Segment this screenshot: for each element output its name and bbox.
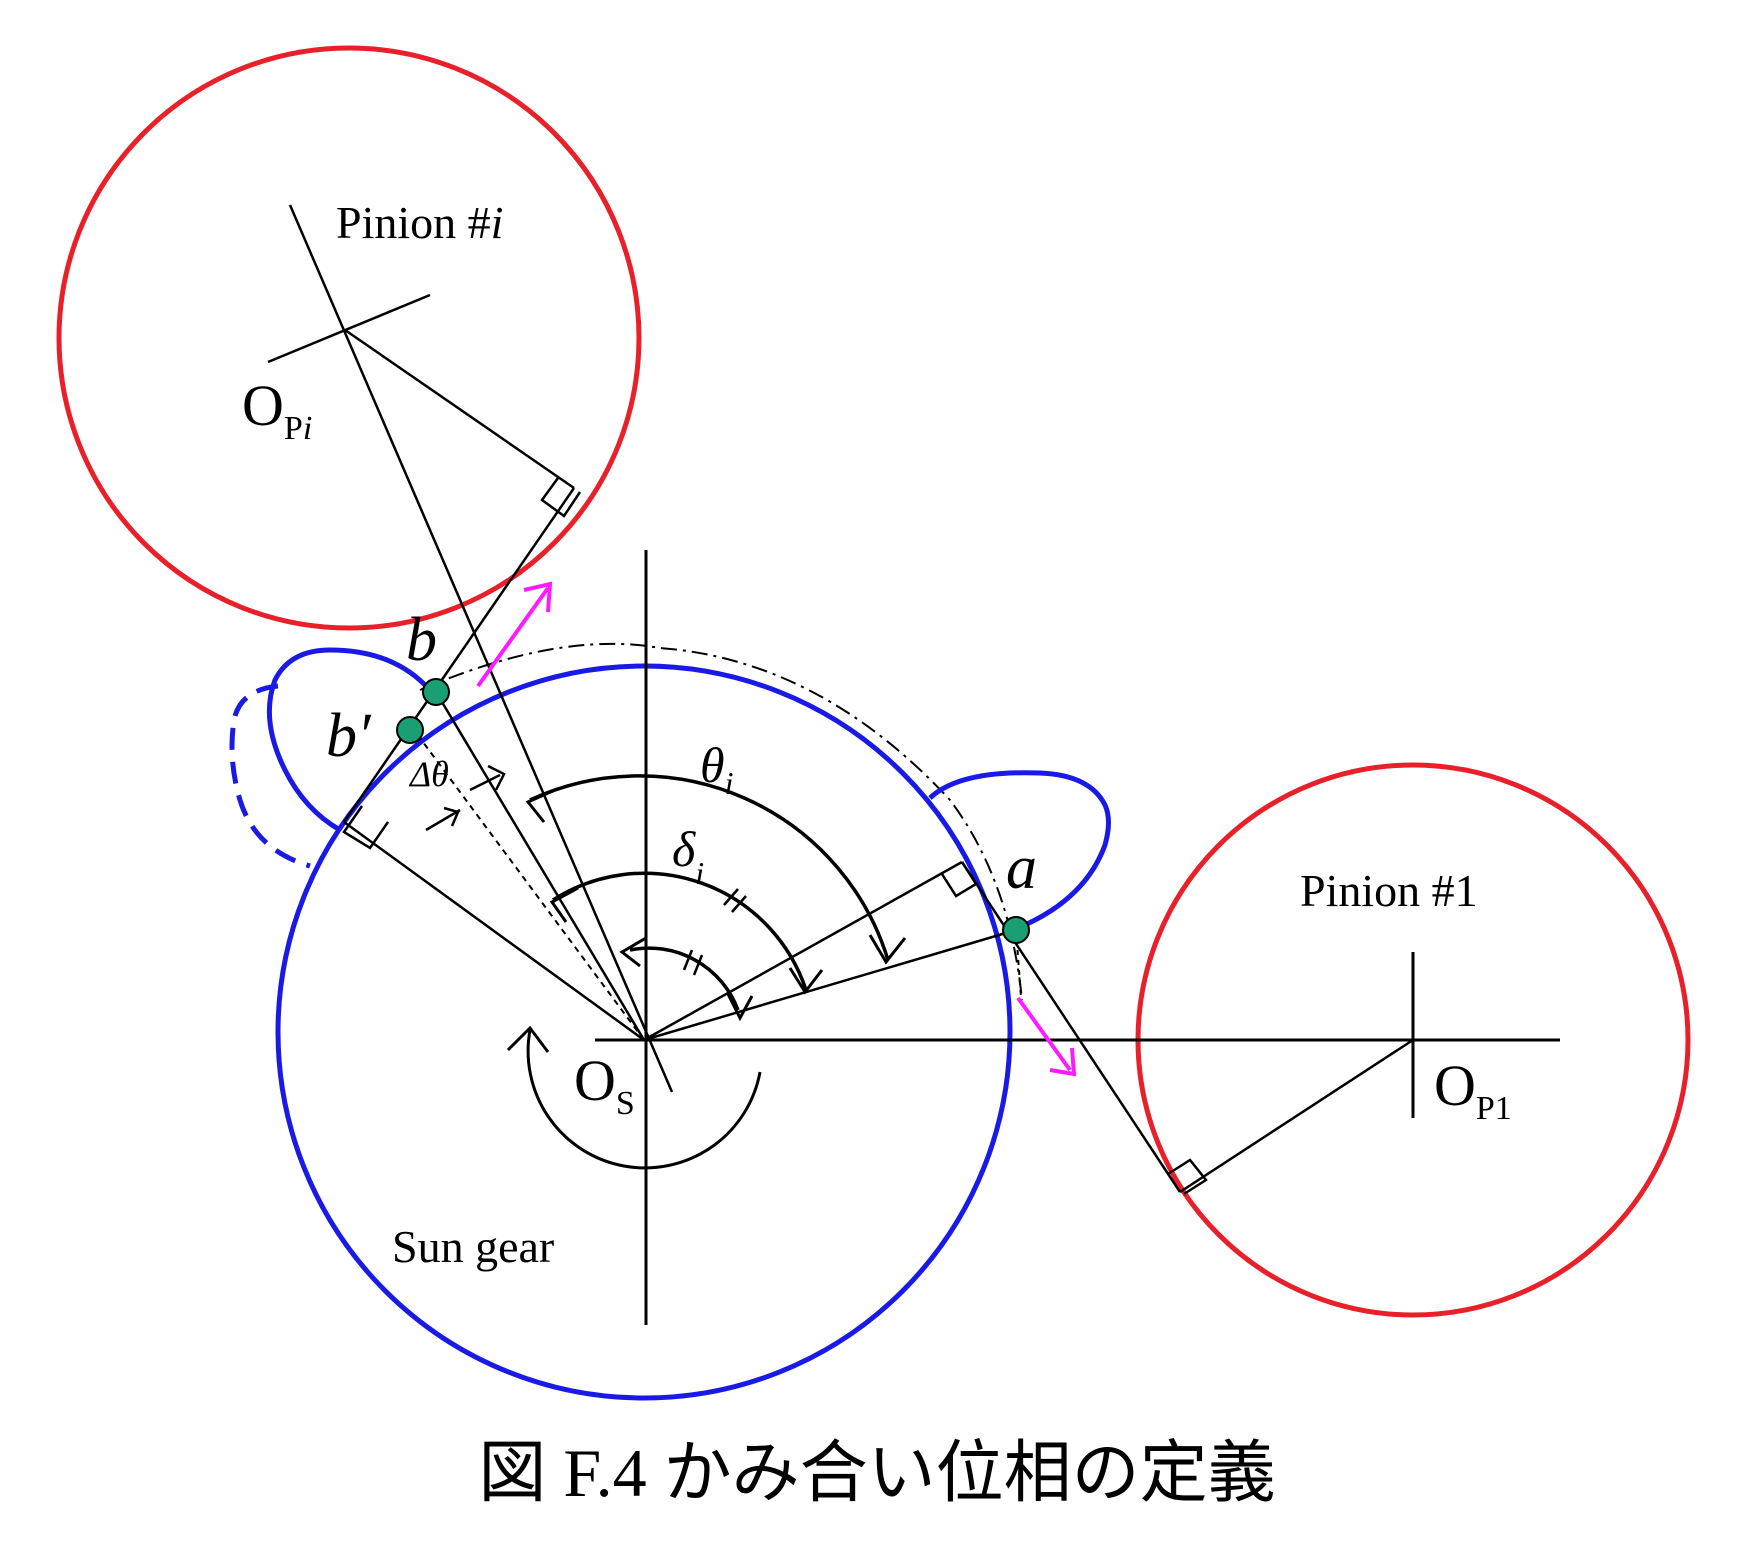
delta-theta-arrow-1	[469, 773, 501, 792]
figure-caption: 図 F.4 かみ合い位相の定義	[478, 1435, 1275, 1511]
right-angle-mark-bottom	[1167, 1158, 1208, 1196]
label-o-pi: OPi	[242, 373, 312, 447]
delta-theta-arrowhead-2	[443, 806, 460, 827]
radius-to-b	[434, 691, 646, 1041]
sun-base-radius-1	[643, 860, 963, 1042]
inner-arc-tick-2	[692, 954, 704, 976]
pinion-i-axis-short	[267, 293, 431, 364]
pinion-i-axis-long	[288, 204, 674, 1093]
label-point-a: a	[1006, 834, 1037, 902]
sun-rotation-arc	[526, 1029, 762, 1170]
label-point-b-prime: b′	[326, 702, 372, 770]
inner-arc	[629, 946, 740, 1011]
inner-arc-arrow-right	[726, 993, 754, 1022]
label-pinion-1: Pinion #1	[1300, 865, 1478, 916]
radius-to-a	[643, 928, 1017, 1042]
tooth-profile-b	[266, 647, 427, 833]
delta-i-arc	[552, 871, 808, 991]
velocity-arrow-b	[476, 586, 550, 688]
velocity-arrow-b-head	[523, 581, 553, 613]
velocity-arrow-a-head	[1049, 1047, 1077, 1077]
right-angle-mark-left	[342, 805, 390, 850]
sun-rotation-arrowhead	[506, 1025, 550, 1053]
pinion-i-circle	[56, 45, 642, 631]
contact-point-a	[1002, 916, 1030, 944]
label-theta-i: θi	[700, 737, 733, 801]
line-of-action-1	[960, 861, 1182, 1193]
pinion-1-base-radius	[1179, 1038, 1414, 1194]
sun-gear-circle	[275, 663, 1013, 1401]
pitch-arc	[419, 642, 1023, 1001]
theta-i-arc	[529, 774, 890, 961]
inner-arc-arrow-left	[619, 936, 647, 968]
label-point-b: b	[406, 606, 437, 674]
delta-theta-arrow-2	[425, 808, 461, 832]
right-angle-mark-right	[940, 861, 978, 898]
delta-theta-arrowhead-1	[487, 764, 506, 791]
theta-i-arrow-left	[525, 788, 556, 823]
label-o-p1: OP1	[1434, 1053, 1512, 1127]
pinion-i-base-radius	[344, 328, 575, 490]
contact-point-b-prime	[396, 716, 424, 744]
line-of-action-i	[342, 487, 576, 823]
label-o-s: OS	[574, 1048, 635, 1122]
label-delta-theta: Δθ	[408, 754, 449, 794]
delta-i-tick-2	[731, 895, 747, 913]
label-delta-i: δi	[672, 821, 704, 891]
tooth-profile-b-prime	[229, 683, 311, 869]
contact-point-b	[422, 678, 450, 706]
tooth-profile-a	[928, 770, 1111, 931]
inner-arc-tick-1	[682, 949, 694, 971]
delta-i-arrow-right	[788, 967, 824, 995]
right-angle-mark-top	[540, 477, 582, 518]
theta-i-arrow-right	[868, 934, 907, 965]
label-sun-gear: Sun gear	[392, 1221, 554, 1272]
label-pinion-i: Pinion #i	[336, 197, 503, 248]
delta-i-tick-1	[723, 888, 739, 906]
velocity-arrow-a	[1016, 996, 1072, 1072]
radius-to-b-prime	[413, 729, 645, 1041]
sun-base-radius-i	[343, 820, 645, 1042]
delta-i-arrow-left	[549, 886, 579, 923]
